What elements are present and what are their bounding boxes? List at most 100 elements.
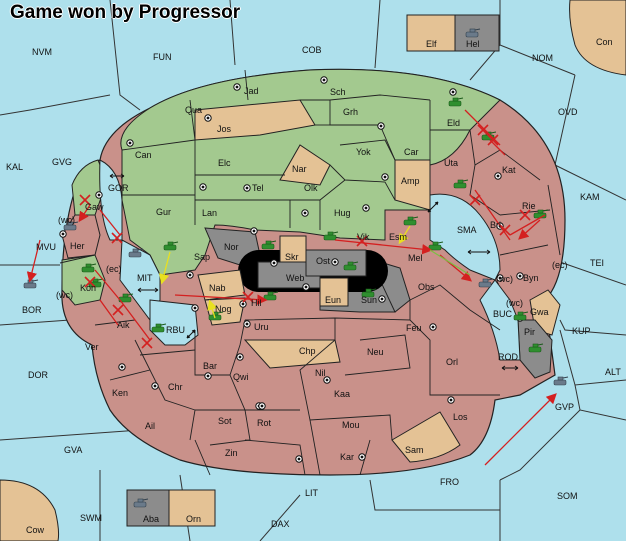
label-kal: KAL [6,162,23,172]
region-aba[interactable] [126,489,170,527]
label-swm: SWM [80,513,102,523]
province-borders [59,69,561,476]
label-alt: ALT [605,367,621,377]
label-chr: Chr [168,382,183,392]
region-con[interactable] [569,0,626,76]
label-fro: FRO [440,477,459,487]
sea-gor[interactable] [99,159,123,241]
label-esm: Esm [389,232,407,242]
label-hug: Hug [334,208,351,218]
label-kon: Kon [80,283,96,293]
label-bri: Bri [490,220,501,230]
region-cow[interactable] [0,479,60,541]
label-elc: Elc [218,158,231,168]
label-her: Her [70,241,85,251]
region-skr[interactable] [279,235,307,263]
sea-buc[interactable] [479,279,521,361]
label-eld: Eld [447,118,460,128]
label-lan: Lan [202,208,217,218]
label-gur: Gur [156,207,171,217]
region-labels: NVM FUN COB NOM Con Elf Hel OVD KAL GVG … [6,37,621,535]
label-coast-wc-4: (wc) [506,298,523,308]
region-jos[interactable] [194,99,316,141]
label-chp: Chp [299,346,316,356]
region-sam[interactable] [391,411,461,463]
label-eun: Eun [325,295,341,305]
label-nar: Nar [292,164,307,174]
label-coast-ec-1: (ec) [106,264,122,274]
label-tel: Tel [252,183,264,193]
region-chp[interactable] [243,339,341,369]
label-orn: Orn [186,514,201,524]
label-sun: Sun [361,295,377,305]
label-dor: DOR [28,370,49,380]
label-grh: Grh [343,107,358,117]
label-kam: KAM [580,192,600,202]
label-mou: Mou [342,420,360,430]
label-ver: Ver [85,342,99,352]
label-uta: Uta [444,158,458,168]
label-sch: Sch [330,87,346,97]
support-lines [429,249,471,276]
label-kat: Kat [502,165,516,175]
label-hil: Hil [251,298,262,308]
label-rod: ROD [498,352,519,362]
label-jad: Jad [244,86,259,96]
label-fun: FUN [153,52,172,62]
label-cow: Cow [26,525,45,535]
label-coast-ec-2: (ec) [552,260,568,270]
label-kar: Kar [340,452,354,462]
label-orl: Orl [446,357,458,367]
order-crosses [79,124,531,349]
label-aba: Aba [143,514,159,524]
label-ovd: OVD [558,107,578,117]
label-elf: Elf [426,39,437,49]
label-aik: Aik [117,320,130,330]
label-coast-wc-1: (wc) [58,215,75,225]
region-orn[interactable] [168,489,216,527]
label-qwi: Qwi [233,372,249,382]
label-coast-wc-3: (wc) [496,274,513,284]
passage-arrows [109,173,519,371]
label-rie: Rie [522,201,536,211]
label-som: SOM [557,491,578,501]
label-byn: Byn [523,273,539,283]
region-eun[interactable] [319,277,349,307]
region-elf[interactable] [406,14,456,52]
label-pir: Pir [524,327,535,337]
label-yok: Yok [356,147,371,157]
label-nog: Nog [215,304,232,314]
label-nom: NOM [532,53,553,63]
label-neu: Neu [367,347,384,357]
label-tei: TEI [590,258,604,268]
label-nor: Nor [224,242,239,252]
label-gwa: Gwa [530,307,549,317]
label-gva: GVA [64,445,82,455]
label-ail: Ail [145,421,155,431]
label-mel: Mel [408,253,423,263]
label-gvg: GVG [52,157,72,167]
label-kup: KUP [572,326,591,336]
label-coast-wc-2: (wc) [56,290,73,300]
label-zin: Zin [225,448,238,458]
label-amp: Amp [401,176,420,186]
label-gvp: GVP [555,402,574,412]
label-bar: Bar [203,361,217,371]
label-jos: Jos [217,124,232,134]
label-kaa: Kaa [334,389,350,399]
label-obs: Obs [418,282,435,292]
label-web: Web [286,273,304,283]
label-uru: Uru [254,322,269,332]
label-qua: Qua [185,105,202,115]
label-sot: Sot [218,416,232,426]
label-sam: Sam [405,445,424,455]
label-bor: BOR [22,305,42,315]
label-gaw: Gaw [85,202,104,212]
label-gor: GOR [108,183,129,193]
label-nil: Nil [315,368,326,378]
label-lit: LIT [305,488,319,498]
label-sma: SMA [457,225,477,235]
sea-sma[interactable] [429,193,501,281]
